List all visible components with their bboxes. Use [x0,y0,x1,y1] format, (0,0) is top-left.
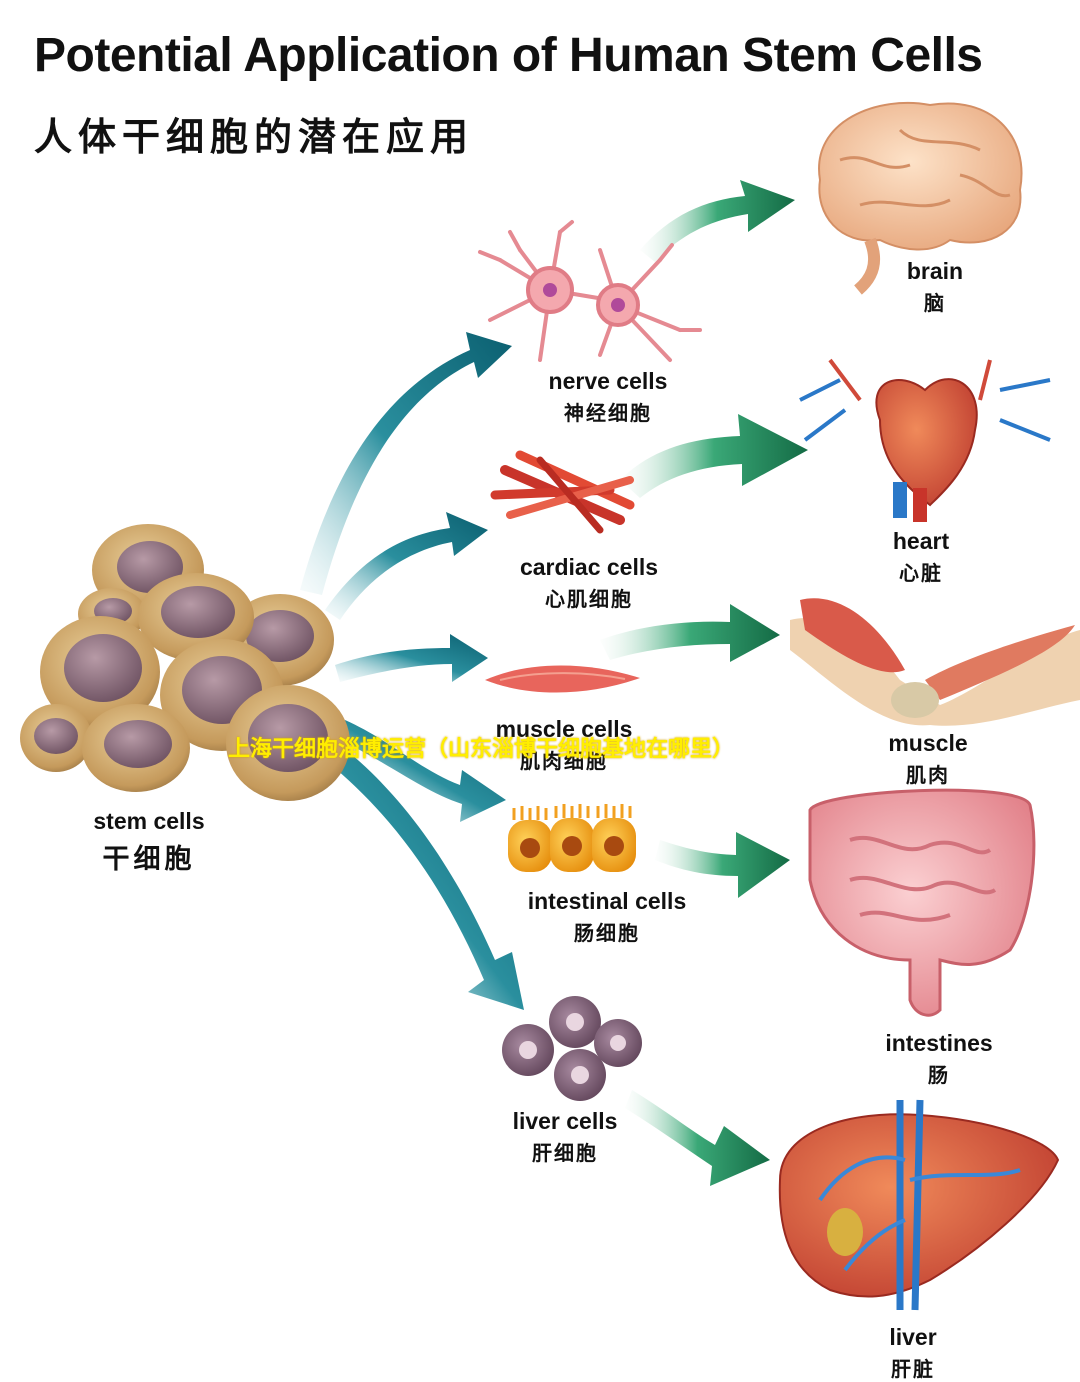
brain-label: brain 脑 [880,258,990,316]
cardiac-to-heart-arrow [620,414,808,498]
intestinal-cells-label: intestinal cells 肠细胞 [500,888,714,946]
intestinal-cells-label-zh: 肠细胞 [574,921,640,945]
stem-to-muscle-arrow [335,634,488,682]
stem-to-liver-arrow [325,745,524,1010]
intestines-label-en: intestines [885,1030,993,1056]
arm-muscle-icon [790,598,1080,726]
intestinal-to-intestines-arrow [655,832,790,898]
brain-label-en: brain [906,258,964,284]
nerve-cells-icon [478,220,702,362]
stem-cells-label: stem cells 干细胞 [86,808,212,876]
cardiac-cells-label: cardiac cells 心肌细胞 [494,554,684,612]
watermark-text: 上海干细胞淄博运营（山东淄博干细胞基地在哪里） [228,737,735,762]
liver-cells-label-zh: 肝细胞 [532,1141,598,1165]
title-english: Potential Application of Human Stem Cell… [34,29,983,82]
intestinal-cells-icon [508,804,636,872]
nerve-cells-label-zh: 神经细胞 [564,401,652,425]
muscle-cells-label-zh: 肌肉细胞 [520,749,608,773]
cardiac-cells-label-zh: 心肌细胞 [545,587,633,611]
intestines-label: intestines 肠 [864,1030,1014,1088]
stem-to-intestinal-arrow [335,720,506,822]
nerve-to-brain-arrow [640,180,795,262]
intestinal-cells-label-en: intestinal cells [527,888,687,914]
muscle-cells-label: muscle cells 肌肉细胞 [474,716,654,774]
stem-cells-cluster-icon [20,524,350,801]
muscle-cell-icon [485,665,640,693]
liver-icon [778,1099,1060,1311]
cardiac-cells-label-en: cardiac cells [519,554,659,580]
muscle-label: muscle 肌肉 [870,730,986,788]
muscle-label-zh: 肌肉 [906,763,950,787]
heart-label: heart 心脏 [866,528,976,586]
nerve-cells-label: nerve cells 神经细胞 [520,368,696,426]
muscle-label-en: muscle [888,730,968,756]
brain-icon [818,101,1023,295]
liver-cells-to-liver-arrow [625,1090,770,1186]
heart-label-en: heart [892,528,950,554]
liver-label: liver 肝脏 [858,1324,968,1382]
cardiac-cells-icon [490,450,635,534]
nerve-cells-label-en: nerve cells [548,368,668,394]
liver-cells-label: liver cells 肝细胞 [490,1108,640,1166]
brain-label-zh: 脑 [924,291,946,315]
stem-to-cardiac-arrow [325,512,488,620]
muscle-to-muscle-arrow [600,604,780,662]
liver-label-zh: 肝脏 [891,1357,935,1381]
liver-cells-label-en: liver cells [512,1108,618,1134]
title-chinese: 人体干细胞的潜在应用 [34,115,475,159]
heart-label-zh: 心脏 [899,561,943,585]
heart-icon [799,358,1051,522]
intestines-label-zh: 肠 [928,1063,950,1087]
liver-label-en: liver [889,1324,937,1350]
intestines-icon [808,788,1036,1017]
stem-to-nerve-arrow [300,332,512,595]
liver-cells-icon [502,996,642,1101]
muscle-cells-label-en: muscle cells [495,716,633,742]
stem-cells-label-zh: 干细胞 [102,844,196,875]
stem-cells-label-en: stem cells [93,808,205,834]
